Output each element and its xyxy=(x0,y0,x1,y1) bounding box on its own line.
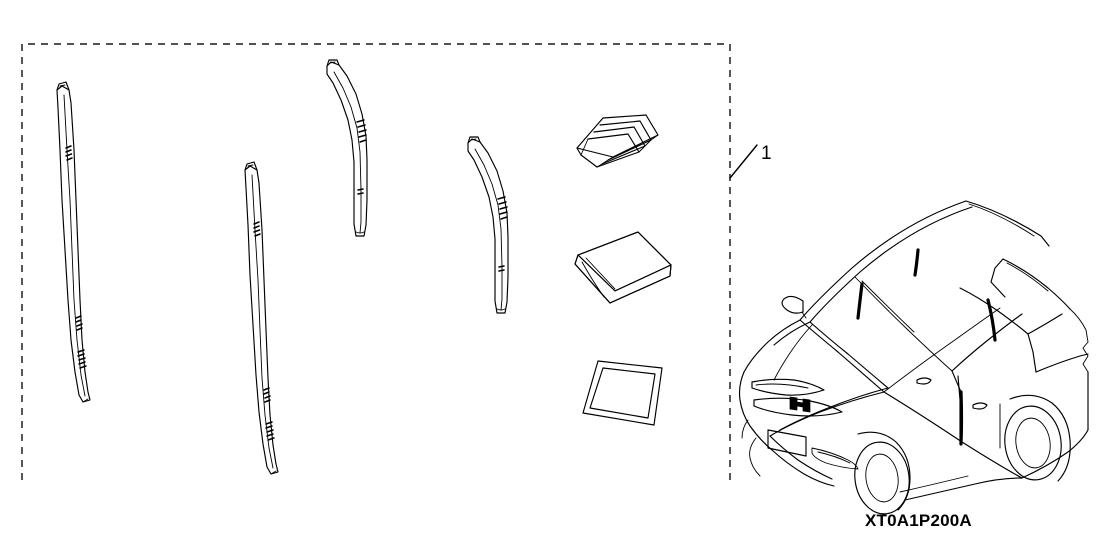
trim-strip-1-hatching-lower xyxy=(75,315,87,369)
headlight-detail xyxy=(755,383,809,389)
accent-door-pillar xyxy=(959,390,964,446)
callout-number-1: 1 xyxy=(761,143,772,164)
accent-windshield-pillar-left xyxy=(856,282,864,320)
pillar-trim-1-hatching-lower xyxy=(357,188,364,195)
hood-seam xyxy=(779,387,889,431)
rear-body-panel xyxy=(1021,371,1089,479)
intake-detail xyxy=(817,451,851,464)
a-pillar-lower xyxy=(799,319,885,393)
part-long-trim-strip-2 xyxy=(244,161,279,475)
rear-door-handle xyxy=(972,402,988,410)
front-wheel-rim xyxy=(865,453,899,503)
tail-lamp-edge xyxy=(1082,341,1089,373)
windshield-seam-2 xyxy=(861,280,915,333)
roof-rear-edge xyxy=(965,200,1050,247)
rear-window-bottom xyxy=(1027,313,1063,335)
pillar-trim-2-hatching xyxy=(497,196,508,220)
beltline-lower xyxy=(883,391,1023,479)
headlight-left xyxy=(751,378,825,396)
callout-1-group: 1 xyxy=(729,143,772,179)
rear-window-inner xyxy=(1006,262,1049,292)
front-bumper-bottom xyxy=(771,449,835,487)
windshield-lower-edge xyxy=(809,321,889,389)
part-folded-cloth xyxy=(574,231,672,304)
part-curved-pillar-trim-1 xyxy=(326,59,368,237)
part-long-trim-strip-1 xyxy=(56,81,91,403)
roof-rail xyxy=(968,203,1035,237)
accent-b-pillar xyxy=(986,298,997,342)
suv-illustration xyxy=(738,200,1089,515)
license-plate xyxy=(767,429,807,457)
rear-wheel-arch xyxy=(1009,394,1071,482)
callout-leader-line xyxy=(729,144,758,179)
front-door-handle-rear xyxy=(916,377,932,385)
b-pillar-window xyxy=(959,287,1029,335)
part-number-label: XT0A1P200A xyxy=(865,511,972,530)
rear-window-top xyxy=(1002,258,1071,310)
mirror-stem xyxy=(801,311,807,319)
trim-strip-2-hatching-lower xyxy=(263,387,275,441)
pillar-trim-2-hatching-lower xyxy=(498,265,505,272)
rear-wheel-rim xyxy=(1015,417,1051,469)
accent-roof-front xyxy=(913,248,920,277)
roof-left-edge-inner xyxy=(809,206,973,323)
hood-crease-left xyxy=(773,324,813,381)
front-bumper-left-edge xyxy=(738,371,773,451)
part-square-pad xyxy=(582,360,663,426)
rear-shoulder xyxy=(1035,353,1089,373)
front-chin-left xyxy=(749,437,761,477)
lower-air-intake xyxy=(811,447,859,470)
front-fender-top xyxy=(743,319,801,373)
side-mirror xyxy=(781,295,804,314)
brand-emblem xyxy=(789,396,811,413)
rear-tire xyxy=(1004,405,1062,481)
c-pillar-body xyxy=(1027,333,1037,373)
pillar-trim-1-hatching xyxy=(356,119,367,143)
front-lower-edge xyxy=(769,435,833,480)
roof-left-edge xyxy=(799,200,967,321)
part-curved-pillar-trim-2 xyxy=(467,136,509,314)
rocker-trim xyxy=(899,475,969,493)
rear-pillar-outer xyxy=(1069,308,1089,343)
front-door-window-bottom xyxy=(951,313,1023,372)
rocker-panel xyxy=(904,477,1023,501)
trim-strip-1-hatching xyxy=(65,145,73,161)
trim-accent-marks xyxy=(856,248,997,446)
front-tire xyxy=(854,441,910,515)
trim-strip-2-hatching xyxy=(253,221,261,237)
cowl-line xyxy=(883,307,1001,393)
fascia-corner-crease xyxy=(741,419,749,439)
windshield-top-seam xyxy=(854,276,953,372)
front-door-shut xyxy=(957,375,961,445)
part-squeegee-applicator xyxy=(576,114,659,168)
quarter-glass xyxy=(990,258,1006,298)
hood-rear-edge xyxy=(773,321,811,346)
